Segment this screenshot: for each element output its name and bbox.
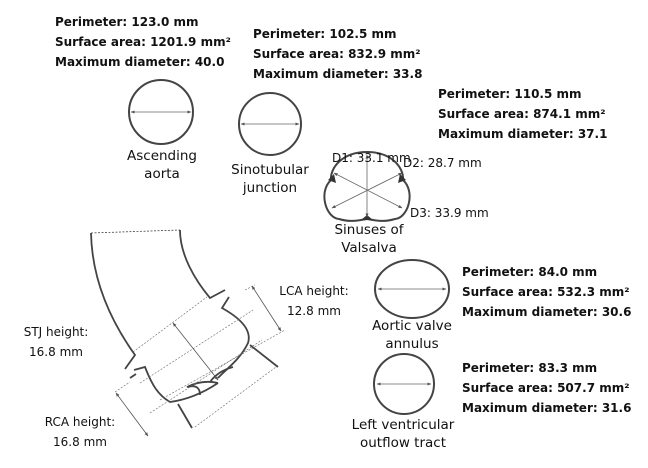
surface-area: Surface area: 532.3 mm²: [462, 285, 630, 299]
perimeter: Perimeter: 110.5 mm: [438, 87, 582, 101]
label-line: Ascending: [127, 148, 197, 164]
sinuses-measurements: Perimeter: 110.5 mm Surface area: 874.1 …: [438, 84, 607, 144]
label-line: 12.8 mm: [287, 304, 341, 318]
label-line: 16.8 mm: [53, 435, 107, 449]
sinotubular-junction-label: Sinotubular junction: [231, 161, 309, 197]
sinotubular-junction-measurements: Perimeter: 102.5 mm Surface area: 832.9 …: [253, 24, 422, 84]
rca-height-label: RCA height: 16.8 mm: [38, 412, 122, 452]
label-line: annulus: [385, 336, 439, 352]
surface-area: Surface area: 507.7 mm²: [462, 381, 630, 395]
max-diameter: Maximum diameter: 30.6: [462, 305, 632, 319]
perimeter: Perimeter: 84.0 mm: [462, 265, 598, 279]
lvot-circle: [373, 353, 435, 415]
max-diameter: Maximum diameter: 33.8: [253, 67, 423, 81]
label-line: Sinuses of: [334, 222, 404, 238]
lvot-label: Left ventricular outflow tract: [352, 416, 455, 452]
perimeter: Perimeter: 123.0 mm: [55, 15, 199, 29]
max-diameter: Maximum diameter: 31.6: [462, 401, 632, 415]
lvot-measurements: Perimeter: 83.3 mm Surface area: 507.7 m…: [462, 358, 631, 418]
max-diameter: Maximum diameter: 40.0: [55, 55, 225, 69]
aortic-valve-annulus-ellipse: [374, 259, 450, 319]
ascending-aorta-circle: [128, 79, 194, 145]
d3-label: D3: 33.9 mm: [410, 206, 489, 220]
label-line: LCA height:: [279, 284, 349, 298]
label-line: junction: [242, 180, 298, 196]
aortic-valve-annulus-measurements: Perimeter: 84.0 mm Surface area: 532.3 m…: [462, 262, 631, 322]
surface-area: Surface area: 1201.9 mm²: [55, 35, 231, 49]
label-line: RCA height:: [44, 415, 116, 429]
sinuses-trefoil: [323, 150, 411, 222]
label-line: 16.8 mm: [29, 345, 83, 359]
label-line: outflow tract: [359, 435, 447, 451]
label-line: aorta: [144, 166, 180, 182]
max-diameter: Maximum diameter: 37.1: [438, 127, 608, 141]
label-line: Sinotubular: [231, 162, 309, 178]
perimeter: Perimeter: 83.3 mm: [462, 361, 598, 375]
ascending-aorta-label: Ascending aorta: [127, 147, 197, 183]
label-line: STJ height:: [23, 325, 89, 339]
ascending-aorta-measurements: Perimeter: 123.0 mm Surface area: 1201.9…: [55, 12, 231, 72]
d2-label: D2: 28.7 mm: [403, 156, 482, 170]
lca-height-label: LCA height: 12.8 mm: [274, 281, 354, 321]
aortic-valve-annulus-label: Aortic valve annulus: [372, 317, 452, 353]
perimeter: Perimeter: 102.5 mm: [253, 27, 397, 41]
sinotubular-junction-circle: [238, 92, 302, 156]
label-line: Aortic valve: [372, 318, 452, 334]
d1-label: D1: 33.1 mm: [332, 151, 411, 165]
label-line: Valsalva: [341, 240, 397, 256]
aortic-root-longitudinal-sketch: [90, 229, 286, 437]
stj-height-label: STJ height: 16.8 mm: [16, 322, 96, 362]
sinuses-label: Sinuses of Valsalva: [334, 221, 403, 257]
label-line: Left ventricular: [351, 417, 455, 433]
surface-area: Surface area: 832.9 mm²: [253, 47, 421, 61]
surface-area: Surface area: 874.1 mm²: [438, 107, 606, 121]
